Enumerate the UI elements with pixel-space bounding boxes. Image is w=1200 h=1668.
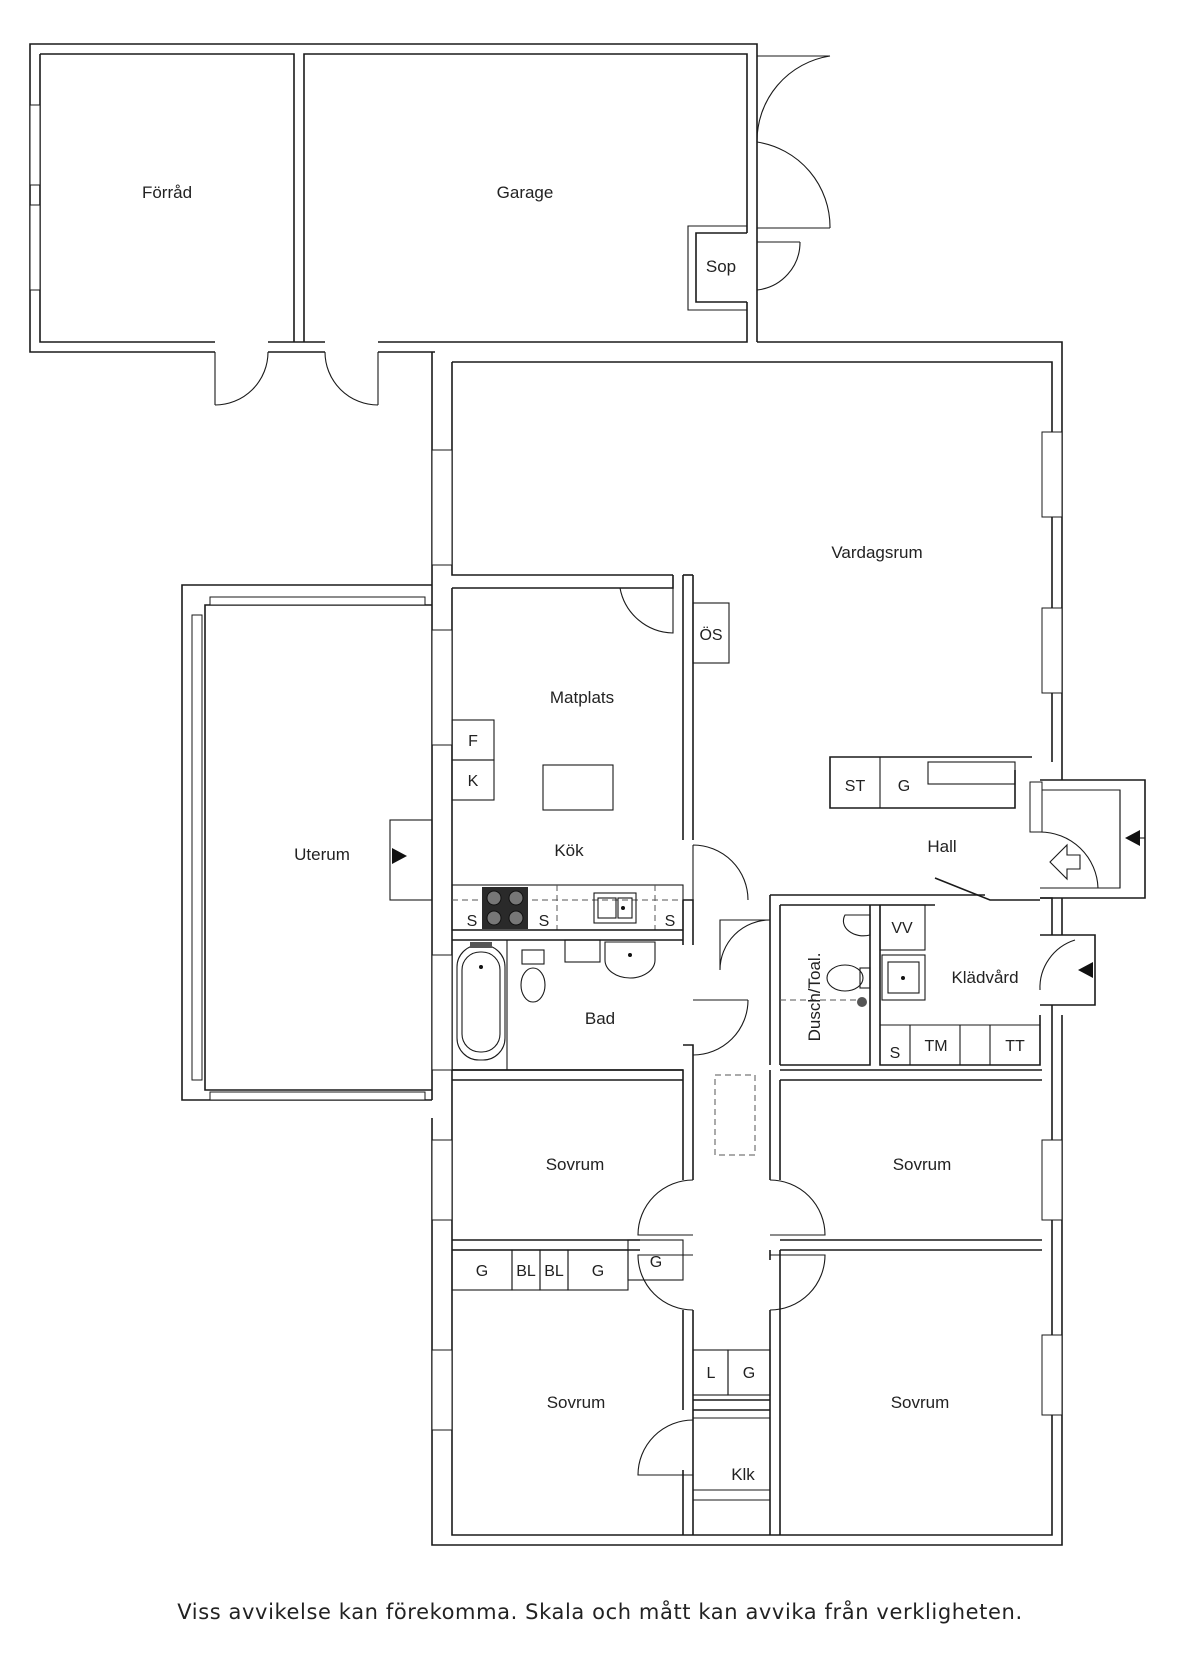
fixture-tt: TT	[1005, 1038, 1025, 1055]
fixture-tm: TM	[924, 1038, 947, 1055]
label-sovrum-1: Sovrum	[546, 1155, 605, 1174]
entrance-step-icon	[1049, 843, 1081, 881]
fixture-l: L	[707, 1365, 716, 1382]
fixture-s-kv: S	[890, 1045, 901, 1062]
sovrum-1-door	[637, 1179, 694, 1236]
forrad-door	[214, 351, 269, 406]
entrance-arrow-icon	[1125, 830, 1140, 846]
sovrum-2-door	[769, 1179, 826, 1236]
dusch-kladvard	[780, 904, 1041, 1066]
label-kladvard: Klädvård	[951, 968, 1018, 987]
fixture-s1: S	[467, 913, 478, 930]
window-west-1	[431, 449, 453, 566]
label-dusch-toal: Dusch/Toal.	[805, 953, 824, 1042]
window-forrad-1	[29, 104, 41, 186]
label-klk: Klk	[731, 1465, 755, 1484]
garage-door-1	[756, 55, 831, 143]
label-vardagsrum: Vardagsrum	[831, 543, 922, 562]
fixture-bl2: BL	[544, 1263, 564, 1280]
window-east-4	[1041, 1334, 1063, 1416]
label-sovrum-3: Sovrum	[547, 1393, 606, 1412]
sop-door	[756, 241, 801, 291]
uterum-door	[389, 819, 433, 901]
garage-side-door	[324, 351, 379, 406]
window-west-3	[431, 954, 453, 1071]
fixture-k: K	[468, 773, 479, 790]
kok-hall-door	[692, 844, 749, 901]
os-box	[692, 602, 730, 664]
hall-walls	[769, 756, 1146, 1065]
fixture-s3: S	[665, 913, 676, 930]
sovrum-3-door	[637, 1254, 694, 1311]
label-matplats: Matplats	[550, 688, 614, 707]
fixture-os: ÖS	[699, 626, 722, 644]
label-bad: Bad	[585, 1009, 615, 1028]
label-forrad: Förråd	[142, 183, 192, 202]
bad-door	[692, 999, 749, 1056]
fixture-vv: VV	[891, 920, 913, 937]
fixture-g2: G	[592, 1263, 604, 1280]
label-hall: Hall	[927, 837, 956, 856]
window-west-4	[431, 1139, 453, 1221]
sovrum-4-door	[769, 1254, 826, 1311]
label-uterum: Uterum	[294, 845, 350, 864]
window-west-2	[431, 629, 453, 746]
fixture-g4: G	[743, 1365, 755, 1382]
bad-walls	[452, 929, 694, 1071]
label-sovrum-2: Sovrum	[893, 1155, 952, 1174]
attic-hatch	[714, 1074, 756, 1156]
label-kok: Kök	[554, 841, 584, 860]
klk-door	[637, 1419, 694, 1476]
garage-door-2	[756, 141, 831, 229]
kitchen-fixtures	[451, 719, 684, 931]
label-garage: Garage	[497, 183, 554, 202]
kladvard-entrance	[1039, 934, 1096, 1015]
fixture-f: F	[468, 733, 478, 750]
fixture-g-hall: G	[898, 778, 910, 795]
label-sop: Sop	[706, 257, 736, 276]
fixture-g3: G	[650, 1254, 662, 1271]
window-west-5	[431, 1349, 453, 1431]
outbuilding-walls	[29, 43, 758, 353]
fixture-s2: S	[539, 913, 550, 930]
window-east-2	[1041, 607, 1063, 694]
fixture-st: ST	[845, 778, 866, 795]
fixture-g1: G	[476, 1263, 488, 1280]
label-sovrum-4: Sovrum	[891, 1393, 950, 1412]
closets	[451, 1239, 771, 1501]
window-east-3	[1041, 1139, 1063, 1221]
uterum-walls	[181, 584, 432, 1101]
window-forrad-2	[29, 204, 41, 291]
fixture-bl1: BL	[516, 1263, 536, 1280]
window-east-1	[1041, 431, 1063, 518]
kitchen-door	[619, 587, 674, 634]
disclaimer-text: Viss avvikelse kan förekomma. Skala och …	[177, 1600, 1023, 1624]
dusch-door	[719, 919, 771, 971]
